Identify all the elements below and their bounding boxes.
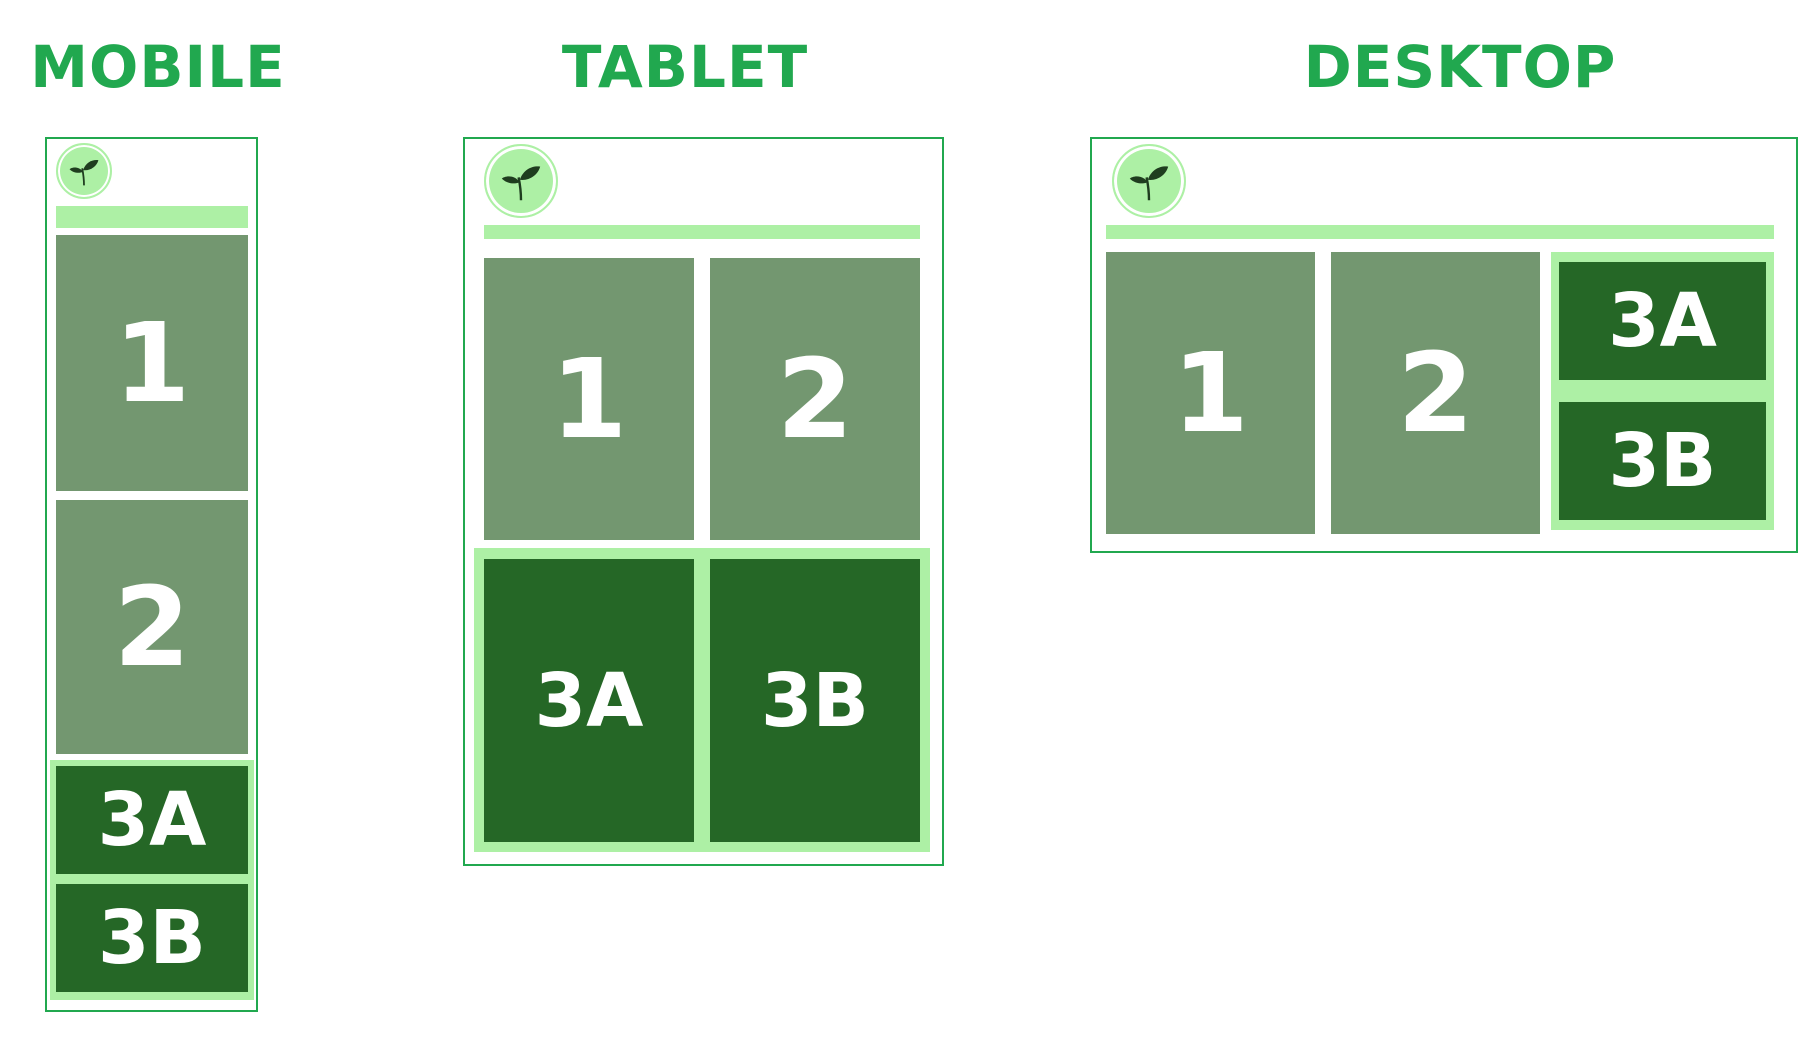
sprout-icon bbox=[1129, 166, 1169, 201]
desktop-box-3b: 3B bbox=[1559, 402, 1766, 520]
desktop-nav-bar bbox=[1106, 225, 1774, 239]
mobile-box-1: 1 bbox=[56, 235, 248, 491]
tablet-nav-bar bbox=[484, 225, 920, 239]
desktop-box-1: 1 bbox=[1106, 252, 1315, 534]
mobile-logo bbox=[56, 143, 112, 199]
tablet-box-2: 2 bbox=[710, 258, 920, 540]
tablet-logo bbox=[484, 144, 558, 218]
desktop-logo bbox=[1112, 144, 1186, 218]
mobile-heading: MOBILE bbox=[30, 33, 286, 101]
mobile-box-3a: 3A bbox=[56, 766, 248, 874]
tablet-box-3a: 3A bbox=[484, 559, 694, 842]
desktop-box-2: 2 bbox=[1331, 252, 1540, 534]
desktop-box-3a: 3A bbox=[1559, 262, 1766, 380]
tablet-box-1: 1 bbox=[484, 258, 694, 540]
desktop-heading: DESKTOP bbox=[1303, 33, 1617, 101]
sprout-icon bbox=[501, 166, 541, 201]
mobile-box-2: 2 bbox=[56, 500, 248, 754]
tablet-box-3b: 3B bbox=[710, 559, 920, 842]
sprout-icon bbox=[69, 160, 99, 186]
mobile-nav-bar bbox=[56, 206, 248, 228]
mobile-box-3b: 3B bbox=[56, 884, 248, 992]
tablet-heading: TABLET bbox=[561, 33, 809, 101]
